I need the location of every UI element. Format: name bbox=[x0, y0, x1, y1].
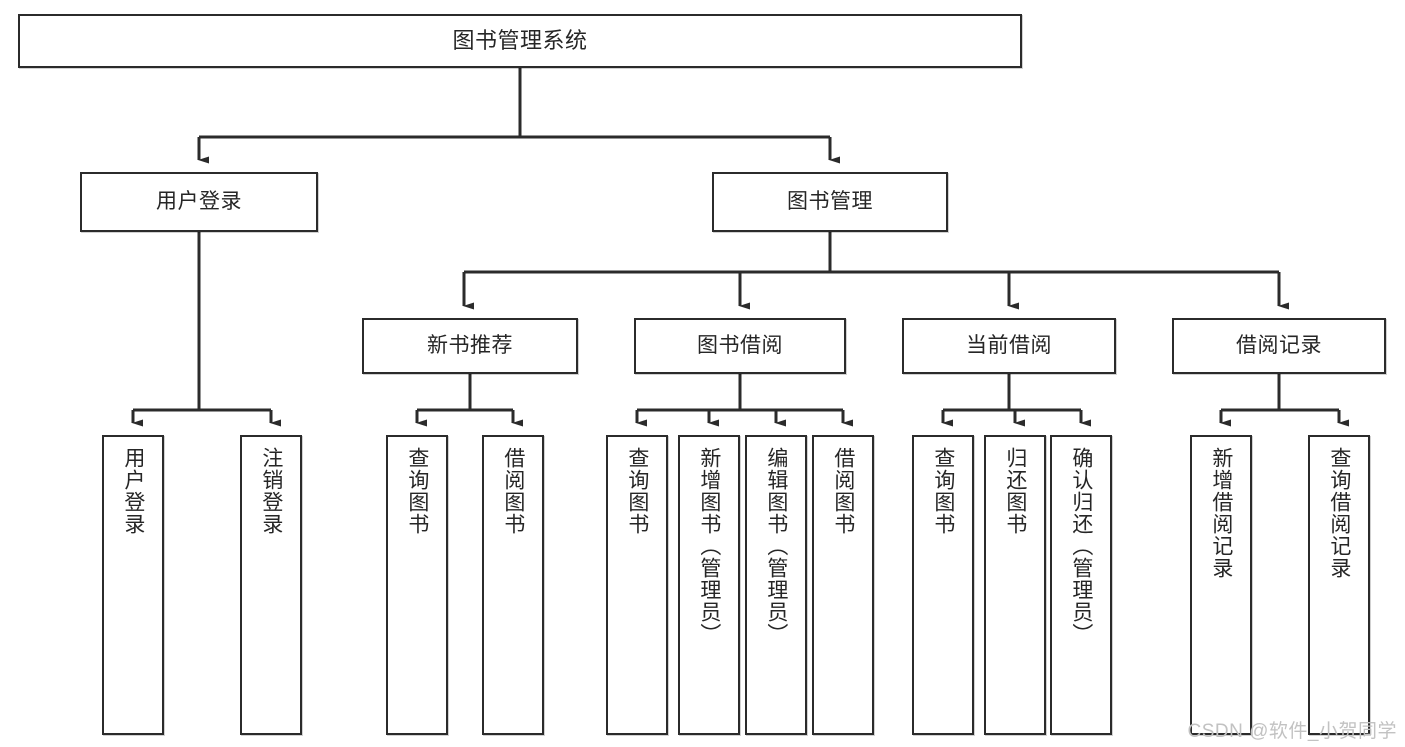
node-book-borrow[interactable]: 图书借阅 bbox=[634, 318, 846, 374]
node-leaf-return-book-label: 归还图书 bbox=[1003, 447, 1027, 535]
node-book-borrow-label: 图书借阅 bbox=[697, 333, 783, 357]
node-leaf-user-login[interactable]: 用户登录 bbox=[102, 435, 164, 735]
node-leaf-add-book-label: 新增图书（管理员） bbox=[697, 447, 721, 645]
node-leaf-query-book-2[interactable]: 查询图书 bbox=[606, 435, 668, 735]
node-borrow-record[interactable]: 借阅记录 bbox=[1172, 318, 1386, 374]
watermark-text: CSDN @软件_小贺同学 bbox=[1187, 721, 1397, 742]
node-current-borrow-label: 当前借阅 bbox=[966, 333, 1052, 357]
node-leaf-borrow-book-1-label: 借阅图书 bbox=[501, 447, 525, 535]
node-leaf-borrow-book-2[interactable]: 借阅图书 bbox=[812, 435, 874, 735]
node-leaf-query-book-1-label: 查询图书 bbox=[405, 447, 429, 535]
node-new-book-recommend[interactable]: 新书推荐 bbox=[362, 318, 578, 374]
node-book-manage-label: 图书管理 bbox=[787, 189, 873, 213]
node-new-book-recommend-label: 新书推荐 bbox=[427, 333, 513, 357]
node-leaf-logout-login-label: 注销登录 bbox=[259, 447, 283, 535]
node-leaf-add-book[interactable]: 新增图书（管理员） bbox=[678, 435, 740, 735]
node-leaf-query-book-1[interactable]: 查询图书 bbox=[386, 435, 448, 735]
node-leaf-query-borrow-record-label: 查询借阅记录 bbox=[1327, 447, 1351, 579]
node-root[interactable]: 图书管理系统 bbox=[18, 14, 1022, 68]
node-leaf-borrow-book-1[interactable]: 借阅图书 bbox=[482, 435, 544, 735]
node-leaf-edit-book[interactable]: 编辑图书（管理员） bbox=[745, 435, 807, 735]
node-leaf-query-book-3[interactable]: 查询图书 bbox=[912, 435, 974, 735]
node-leaf-query-book-3-label: 查询图书 bbox=[931, 447, 955, 535]
node-leaf-confirm-return[interactable]: 确认归还（管理员） bbox=[1050, 435, 1112, 735]
node-leaf-confirm-return-label: 确认归还（管理员） bbox=[1069, 447, 1093, 645]
node-user-login-label: 用户登录 bbox=[156, 189, 242, 213]
node-leaf-edit-book-label: 编辑图书（管理员） bbox=[764, 447, 788, 645]
node-leaf-borrow-book-2-label: 借阅图书 bbox=[831, 447, 855, 535]
node-user-login[interactable]: 用户登录 bbox=[80, 172, 318, 232]
node-leaf-add-borrow-record-label: 新增借阅记录 bbox=[1209, 447, 1233, 579]
node-book-manage[interactable]: 图书管理 bbox=[712, 172, 948, 232]
node-current-borrow[interactable]: 当前借阅 bbox=[902, 318, 1116, 374]
node-root-label: 图书管理系统 bbox=[452, 28, 588, 54]
node-leaf-logout-login[interactable]: 注销登录 bbox=[240, 435, 302, 735]
node-leaf-user-login-label: 用户登录 bbox=[121, 447, 145, 535]
node-leaf-query-book-2-label: 查询图书 bbox=[625, 447, 649, 535]
node-leaf-return-book[interactable]: 归还图书 bbox=[984, 435, 1046, 735]
node-borrow-record-label: 借阅记录 bbox=[1236, 333, 1322, 357]
node-leaf-query-borrow-record[interactable]: 查询借阅记录 bbox=[1308, 435, 1370, 735]
node-leaf-add-borrow-record[interactable]: 新增借阅记录 bbox=[1190, 435, 1252, 735]
